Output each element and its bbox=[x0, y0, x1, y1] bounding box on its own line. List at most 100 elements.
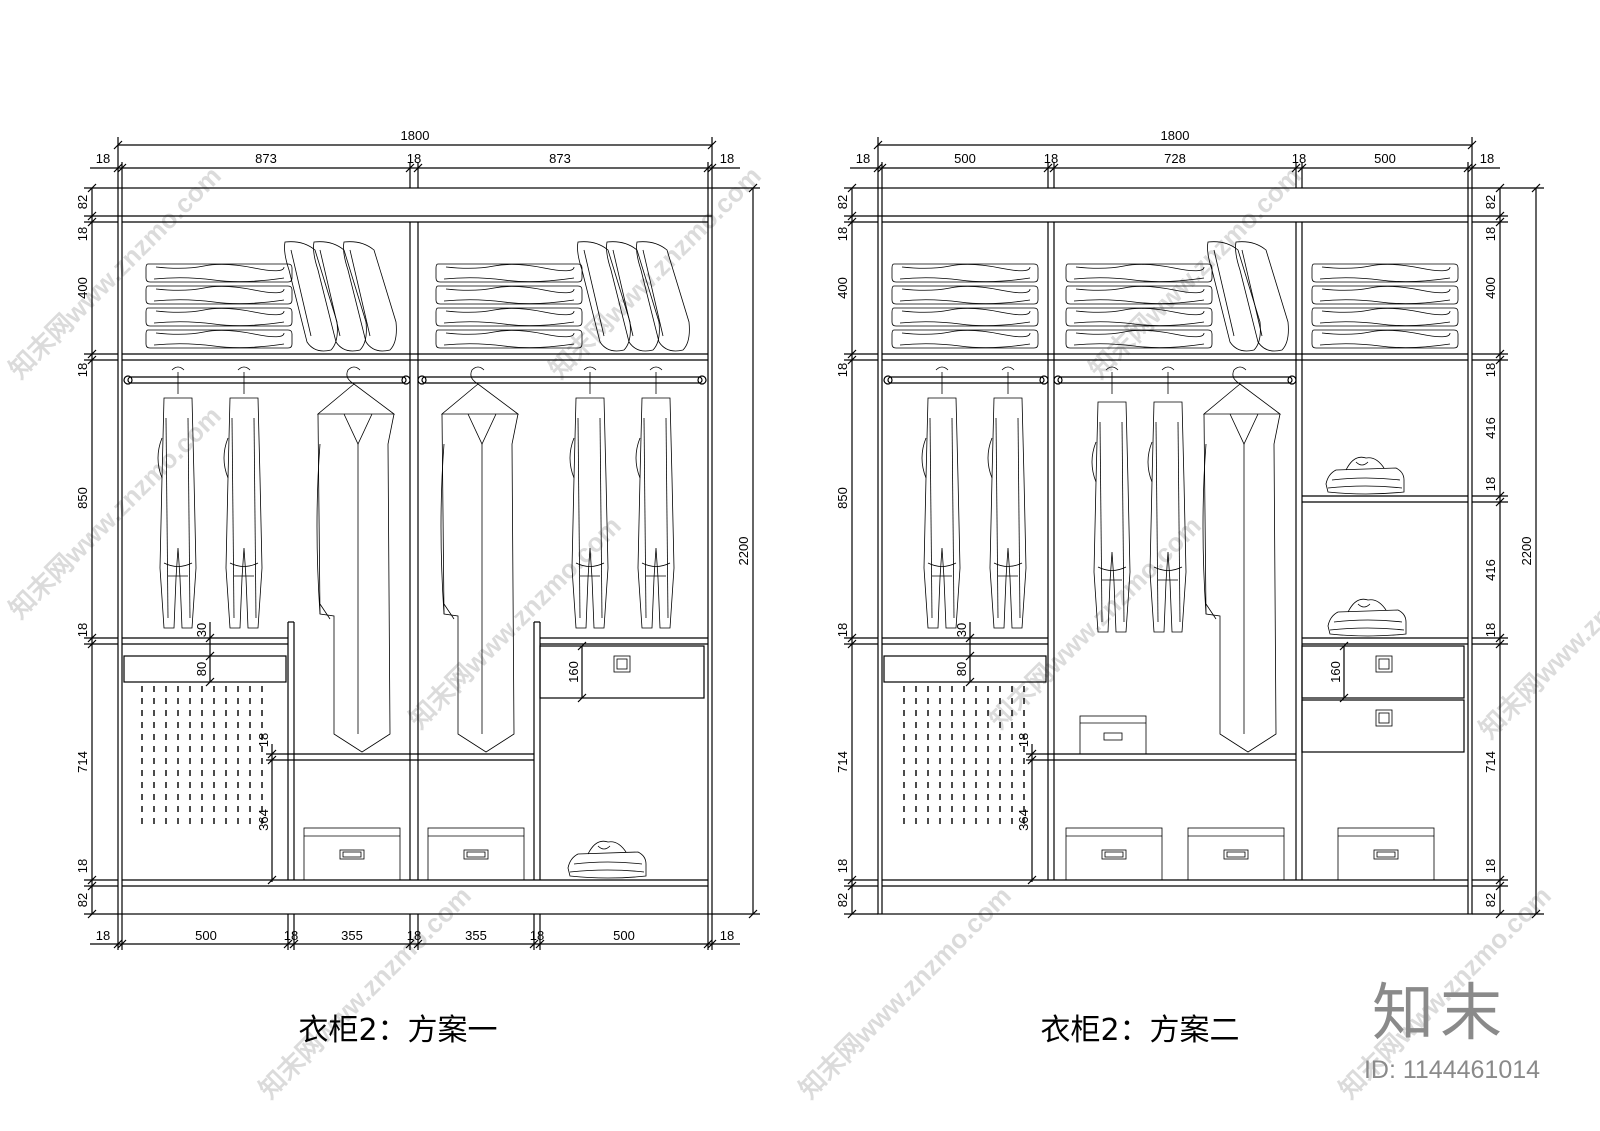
cabinet-frame bbox=[877, 187, 1473, 915]
hanging-rail bbox=[1057, 376, 1293, 384]
dim-label: 80 bbox=[954, 662, 969, 676]
dim-label: 714 bbox=[75, 751, 90, 773]
drawer bbox=[883, 655, 1047, 683]
dim-label: 82 bbox=[1483, 195, 1498, 209]
watermark-text: 知末网www.znzmo.com bbox=[403, 510, 627, 734]
dim-label: 850 bbox=[75, 487, 90, 509]
dim-label: 82 bbox=[75, 893, 90, 907]
drawer bbox=[1301, 699, 1465, 753]
dim-label: 18 bbox=[96, 151, 110, 166]
storage-box-icon bbox=[1065, 715, 1435, 881]
dim-label: 873 bbox=[255, 151, 277, 166]
dim-label: 18 bbox=[75, 859, 90, 873]
dim-total-width: 1800 bbox=[401, 128, 430, 143]
trousers-icon bbox=[157, 366, 675, 629]
dim-label: 18 bbox=[1483, 477, 1498, 491]
dim-label: 850 bbox=[835, 487, 850, 509]
dim-label: 160 bbox=[566, 661, 581, 683]
dim-label: 18 bbox=[1483, 227, 1498, 241]
dim-total-width: 1800 bbox=[1161, 128, 1190, 143]
dim-label: 355 bbox=[341, 928, 363, 943]
shirt-icon bbox=[1202, 366, 1281, 753]
dim-label: 82 bbox=[75, 195, 90, 209]
hanging-rail bbox=[887, 376, 1045, 384]
dim-label: 82 bbox=[1483, 893, 1498, 907]
bottom-dimensions: 18 500 18 355 18 355 18 500 18 bbox=[90, 914, 740, 950]
dim-label: 18 bbox=[720, 928, 734, 943]
dim-label: 714 bbox=[835, 751, 850, 773]
dim-label: 160 bbox=[1328, 661, 1343, 683]
dim-label: 18 bbox=[407, 928, 421, 943]
dim-label: 364 bbox=[256, 809, 271, 831]
dim-label: 30 bbox=[194, 623, 209, 637]
dim-label: 18 bbox=[75, 227, 90, 241]
dim-label: 18 bbox=[720, 151, 734, 166]
dim-label: 500 bbox=[1374, 151, 1396, 166]
watermarks: 知末网www.znzmo.com 知末网www.znzmo.com 知末网www… bbox=[3, 160, 1600, 1104]
dim-label: 18 bbox=[1483, 363, 1498, 377]
plan-caption: 衣柜2：方案二 bbox=[1040, 1013, 1239, 1048]
hanging-rail bbox=[421, 376, 703, 384]
dim-label: 416 bbox=[1483, 417, 1498, 439]
plan-two: 1800 18 500 18 728 18 500 18 bbox=[835, 128, 1544, 1048]
hanging-rail bbox=[127, 376, 407, 384]
asset-id: ID: 1144461014 bbox=[1364, 1056, 1540, 1084]
dim-label: 18 bbox=[835, 227, 850, 241]
dim-label: 364 bbox=[1016, 809, 1031, 831]
dim-label: 18 bbox=[1044, 151, 1058, 166]
drawer bbox=[1301, 645, 1465, 699]
dim-total-height: 2200 bbox=[1519, 537, 1534, 566]
dim-label: 355 bbox=[465, 928, 487, 943]
dim-label: 500 bbox=[195, 928, 217, 943]
right-dimensions: 82 18 400 18 416 18 416 18 714 18 82 220… bbox=[1472, 183, 1544, 919]
plan-one: 1800 18 873 18 873 18 bbox=[75, 128, 760, 1048]
dim-label: 400 bbox=[835, 277, 850, 299]
dim-label: 416 bbox=[1483, 559, 1498, 581]
dim-label: 18 bbox=[1483, 623, 1498, 637]
plan-caption: 衣柜2：方案一 bbox=[298, 1013, 497, 1048]
dim-label: 18 bbox=[75, 623, 90, 637]
dim-label: 18 bbox=[856, 151, 870, 166]
dim-label: 18 bbox=[835, 363, 850, 377]
dim-label: 80 bbox=[194, 662, 209, 676]
dim-label: 82 bbox=[835, 893, 850, 907]
drawer-handle-icon bbox=[613, 655, 631, 673]
drawer bbox=[539, 645, 705, 699]
cabinet-frame bbox=[117, 187, 713, 915]
dim-label: 30 bbox=[954, 623, 969, 637]
dim-label: 18 bbox=[96, 928, 110, 943]
storage-box-icon bbox=[303, 827, 525, 881]
dim-label: 18 bbox=[1480, 151, 1494, 166]
watermark-text: 知末网www.znzmo.com bbox=[543, 160, 767, 384]
top-dimensions: 1800 18 500 18 728 18 500 18 bbox=[850, 128, 1500, 188]
top-dimensions: 1800 18 873 18 873 18 bbox=[90, 128, 740, 188]
dim-label: 18 bbox=[530, 928, 544, 943]
dim-label: 18 bbox=[1483, 859, 1498, 873]
dim-total-height: 2200 bbox=[736, 537, 751, 566]
dim-label: 18 bbox=[256, 733, 271, 747]
left-dimensions: 82 18 400 18 850 18 30 80 714 18 364 18 … bbox=[75, 183, 587, 919]
brand: 知末 ID: 1144461014 bbox=[1364, 976, 1540, 1084]
tie-rack-icon bbox=[141, 685, 263, 827]
dim-label: 18 bbox=[835, 623, 850, 637]
dim-label: 500 bbox=[613, 928, 635, 943]
dim-label: 873 bbox=[549, 151, 571, 166]
brand-logo: 知末 bbox=[1372, 976, 1508, 1049]
folded-shirts-icon bbox=[1325, 456, 1407, 637]
dim-label: 500 bbox=[954, 151, 976, 166]
left-dimensions: 82 18 400 18 850 18 30 80 714 18 364 18 … bbox=[835, 183, 1349, 919]
dim-label: 18 bbox=[1292, 151, 1306, 166]
watermark-text: 知末网www.znzmo.com bbox=[3, 160, 227, 384]
dim-label: 18 bbox=[835, 859, 850, 873]
dim-label: 714 bbox=[1483, 751, 1498, 773]
dim-label: 18 bbox=[407, 151, 421, 166]
dim-label: 728 bbox=[1164, 151, 1186, 166]
right-dimension: 2200 bbox=[712, 183, 760, 919]
dim-label: 18 bbox=[284, 928, 298, 943]
drawer-handle-icon bbox=[1375, 655, 1393, 673]
drawer-handle-icon bbox=[1375, 709, 1393, 727]
dim-label: 400 bbox=[75, 277, 90, 299]
dim-label: 82 bbox=[835, 195, 850, 209]
dim-label: 18 bbox=[75, 363, 90, 377]
